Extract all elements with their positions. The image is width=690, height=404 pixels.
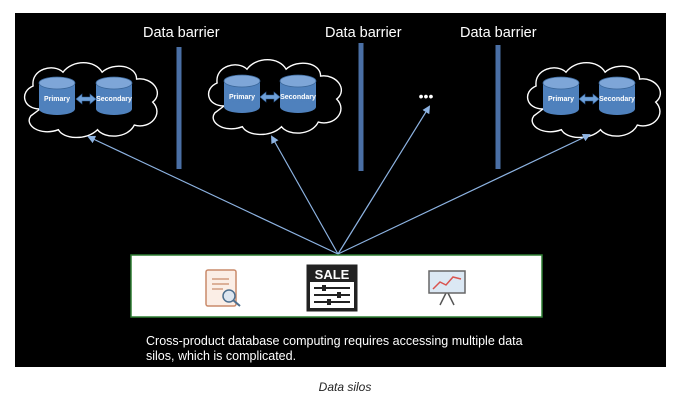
sale-settings-icon [306, 264, 358, 312]
barrier-label-1: Data barrier [143, 25, 220, 41]
diagram-graphics: Primary Secondary Primary Secondary ••• … [23, 43, 662, 318]
access-arrow-1 [87, 135, 339, 255]
barrier-label-2: Data barrier [325, 25, 402, 41]
secondary-label-1: Secondary [96, 96, 132, 103]
primary-label-1: Primary [44, 96, 70, 103]
primary-label-2: Primary [229, 94, 255, 101]
barrier-label-3: Data barrier [460, 25, 537, 41]
diagram-caption: Cross-product database computing require… [146, 334, 523, 363]
presentation-chart-icon [428, 270, 466, 306]
access-arrow-3 [337, 105, 431, 255]
primary-label-3: Primary [548, 96, 574, 103]
access-arrow-2 [271, 135, 339, 255]
data-silos-diagram: Data barrier Data barrier Data barrier [15, 13, 666, 367]
secondary-label-3: Secondary [599, 96, 635, 103]
document-search-icon [205, 269, 241, 307]
figure-caption: Data silos [318, 380, 372, 394]
access-arrow-4 [337, 133, 591, 255]
ellipsis-icon: ••• [419, 88, 434, 104]
secondary-label-2: Secondary [280, 94, 316, 101]
sale-text: SALE [315, 267, 350, 282]
